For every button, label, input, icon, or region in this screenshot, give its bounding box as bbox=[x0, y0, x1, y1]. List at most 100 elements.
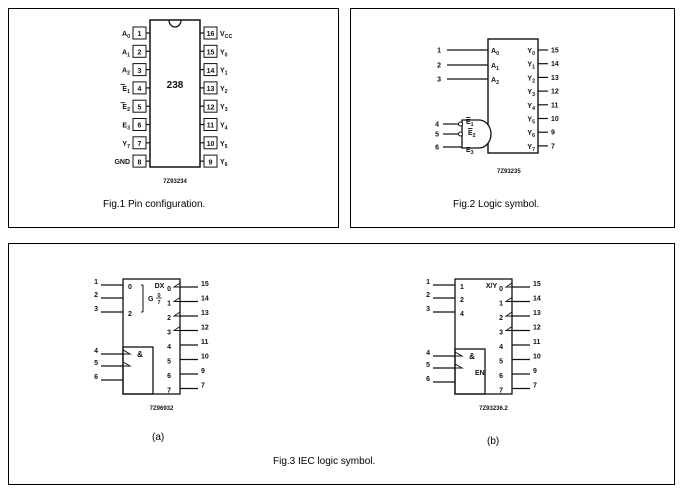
fig1-caption: Fig.1 Pin configuration. bbox=[103, 199, 206, 210]
output-negation-triangle bbox=[172, 326, 181, 331]
iec-input-number: 1 bbox=[94, 279, 98, 286]
iec-output-inner: 2 bbox=[167, 315, 171, 322]
iec-input-inner: 4 bbox=[460, 311, 464, 318]
iec-enable-number: 5 bbox=[426, 362, 430, 369]
iec-output-number: 15 bbox=[201, 281, 209, 288]
left-pin-name: E1 bbox=[122, 86, 130, 95]
right-pin-number: 12 bbox=[207, 104, 215, 111]
iec-output-inner: 0 bbox=[167, 286, 171, 293]
output-name: Y5 bbox=[527, 117, 535, 126]
g-numerator: 0 bbox=[157, 293, 160, 299]
enable-name: E2 bbox=[468, 130, 476, 139]
iec-output-number: 7 bbox=[533, 383, 537, 390]
address-input-name: A1 bbox=[491, 63, 499, 72]
iec-output-inner: 7 bbox=[499, 388, 503, 395]
iec-output-inner: 1 bbox=[499, 301, 503, 308]
iec-output-number: 15 bbox=[533, 281, 541, 288]
address-input-name: A0 bbox=[491, 48, 499, 57]
g-label: G bbox=[148, 296, 154, 303]
iec-output-number: 12 bbox=[201, 325, 209, 332]
iec-input-number: 2 bbox=[426, 292, 430, 299]
address-input-number: 2 bbox=[437, 63, 441, 70]
iec-code: 7Z96932 bbox=[150, 406, 174, 412]
en-label: EN bbox=[475, 370, 485, 377]
inversion-bubble bbox=[458, 131, 463, 137]
right-pin-number: 14 bbox=[207, 68, 215, 75]
right-pin-name: Y1 bbox=[220, 68, 228, 77]
chip-body bbox=[149, 19, 201, 168]
right-pin-name: Y3 bbox=[220, 104, 228, 113]
iec-title: DX bbox=[155, 283, 165, 290]
iec-output-number: 14 bbox=[201, 296, 209, 303]
left-pin-name: E2 bbox=[122, 104, 130, 113]
right-pin-number: 10 bbox=[207, 141, 215, 148]
iec-output-number: 9 bbox=[201, 368, 205, 375]
iec-gate-symbol: & bbox=[137, 350, 143, 359]
iec-gate-box bbox=[454, 348, 486, 395]
iec-input-number: 2 bbox=[94, 292, 98, 299]
iec-title: X/Y bbox=[486, 283, 498, 290]
right-pin-name: Y0 bbox=[220, 49, 228, 58]
logic-box bbox=[487, 38, 539, 154]
left-pin-name: A2 bbox=[122, 68, 130, 77]
right-pin-name: Y6 bbox=[220, 159, 228, 168]
left-pin-name: E3 bbox=[122, 123, 130, 132]
left-pin-number: 4 bbox=[138, 86, 142, 93]
enable-and-gate bbox=[461, 119, 492, 149]
right-pin-number: 13 bbox=[207, 86, 215, 93]
output-number: 7 bbox=[551, 143, 555, 150]
right-pin-name: VCC bbox=[220, 31, 232, 40]
iec-output-inner: 6 bbox=[499, 373, 503, 380]
inversion-triangle bbox=[122, 361, 132, 367]
iec-input-inner: 0 bbox=[128, 284, 132, 291]
output-name: Y2 bbox=[527, 75, 535, 84]
enable-input-number: 4 bbox=[435, 122, 439, 129]
iec-input-number: 3 bbox=[426, 306, 430, 313]
right-pin-number: 16 bbox=[207, 31, 215, 38]
g-denominator: 7 bbox=[157, 300, 160, 306]
right-pin-number: 9 bbox=[209, 159, 213, 166]
iec-output-number: 13 bbox=[201, 310, 209, 317]
iec-output-number: 13 bbox=[533, 310, 541, 317]
chip-code: 7Z93234 bbox=[163, 179, 187, 185]
right-pin-number: 15 bbox=[207, 50, 215, 57]
iec-output-number: 11 bbox=[201, 339, 209, 346]
output-negation-triangle bbox=[504, 297, 513, 302]
address-input-number: 3 bbox=[437, 77, 441, 84]
iec-code: 7Z93236.2 bbox=[479, 406, 508, 412]
output-negation-triangle bbox=[172, 282, 181, 288]
iec-output-number: 14 bbox=[533, 296, 541, 303]
left-pin-number: 2 bbox=[138, 50, 142, 57]
left-pin-number: 3 bbox=[138, 68, 142, 75]
iec-output-inner: 3 bbox=[499, 330, 503, 337]
iec-output-inner: 1 bbox=[167, 301, 171, 308]
inversion-triangle bbox=[454, 363, 464, 369]
enable-input-number: 6 bbox=[435, 145, 439, 152]
iec-input-inner: 2 bbox=[460, 297, 464, 304]
iec-input-inner: 1 bbox=[460, 284, 464, 291]
iec-gate-symbol: & bbox=[469, 352, 475, 361]
iec-output-inner: 5 bbox=[167, 359, 171, 366]
inversion-triangle bbox=[122, 349, 132, 355]
left-pin-number: 5 bbox=[138, 104, 142, 111]
output-number: 12 bbox=[551, 89, 559, 96]
iec-output-inner: 6 bbox=[167, 373, 171, 380]
iec-output-inner: 2 bbox=[499, 315, 503, 322]
iec-output-inner: 7 bbox=[167, 388, 171, 395]
left-pin-number: 7 bbox=[138, 141, 142, 148]
left-pin-name: GND bbox=[114, 159, 130, 166]
iec-output-number: 10 bbox=[533, 354, 541, 361]
iec-enable-number: 6 bbox=[426, 376, 430, 383]
fig2-panel bbox=[350, 8, 675, 228]
iec-output-inner: 5 bbox=[499, 359, 503, 366]
output-number: 11 bbox=[551, 102, 559, 109]
output-number: 9 bbox=[551, 130, 555, 137]
iec-output-inner: 3 bbox=[167, 330, 171, 337]
fig1-panel bbox=[8, 8, 339, 228]
iec-output-number: 9 bbox=[533, 368, 537, 375]
left-pin-name: Y7 bbox=[122, 141, 130, 150]
